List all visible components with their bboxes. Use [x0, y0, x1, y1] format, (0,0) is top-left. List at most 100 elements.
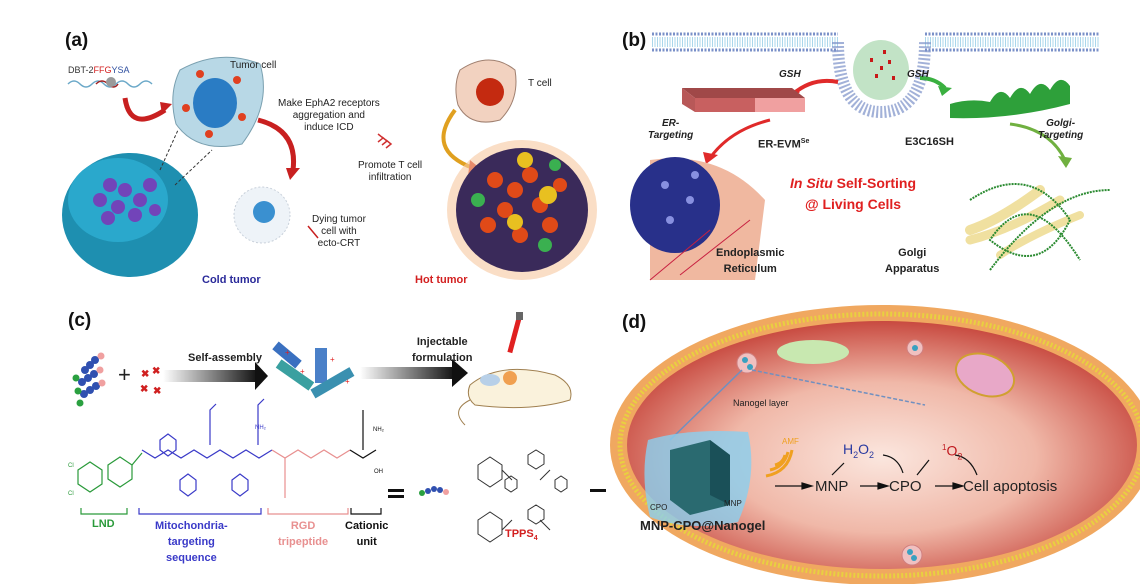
cold-tumor-label: Cold tumor: [202, 274, 261, 286]
self-assembly-label: Self-assembly: [188, 352, 262, 364]
svg-text:✖: ✖: [152, 366, 160, 377]
svg-text:✖: ✖: [153, 386, 161, 397]
svg-text:+: +: [285, 348, 290, 357]
golgi-apparatus-illustration: [965, 183, 1111, 271]
er-evm-block: [682, 88, 805, 112]
svg-text:✖: ✖: [141, 369, 149, 380]
rgd-bracket: [267, 508, 349, 515]
svg-text:+: +: [300, 367, 305, 376]
vesicle-2: [906, 339, 924, 357]
chem-nh2-1: NH₂: [255, 425, 266, 431]
tpps-molecule-icons: ✖✖✖✖: [140, 366, 161, 397]
svg-text:+: +: [330, 355, 335, 364]
arrow-gsh-right: [919, 76, 947, 90]
injectable-arrow: [360, 367, 455, 379]
peptide-name: DBT-2FFGYSA: [68, 65, 130, 75]
self-assembly-arrow: [163, 370, 258, 382]
endoplasmic-reticulum-illustration: [630, 157, 765, 281]
chem-nh2-2: NH₂: [373, 427, 384, 433]
e3c16sh-label: E3C16SH: [905, 136, 954, 148]
plus-sign: +: [118, 362, 131, 387]
panel-b-label: (b): [622, 30, 647, 51]
vesicle-3: [901, 544, 923, 566]
gsh-left-label: GSH: [779, 69, 801, 80]
assembled-nanofibers: + + + +: [272, 341, 355, 399]
e3c16sh-helix: [950, 79, 1070, 119]
chem-oh: OH: [374, 469, 383, 475]
arrow-golgi-targeting: [1009, 122, 1067, 161]
mnp-small-label: MNP: [724, 499, 742, 508]
green-organelle: [777, 340, 849, 364]
svg-text:+: +: [345, 377, 350, 386]
tpps4-structure: [477, 449, 568, 543]
amf-wave-icon: [765, 449, 794, 478]
chem-cl-1: Cl: [68, 463, 74, 469]
dying-cell-illustration: [233, 186, 291, 244]
arrow-t-cell-infiltration: [441, 108, 474, 170]
panel-d: (d) Nanogel layer AMF H2O2 1O2 MNP CPO C…: [570, 290, 1140, 584]
cpo-label: CPO: [889, 478, 922, 495]
er-targeting-label: ER-Targeting: [648, 118, 694, 141]
mito-bracket: [138, 508, 262, 515]
panel-a-label: (a): [65, 30, 89, 51]
h2o2-label: H2O2: [843, 441, 875, 460]
peptide-chain: [67, 80, 153, 88]
mouse-illustration: [458, 312, 572, 426]
cpo-small-label: CPO: [650, 503, 668, 512]
panel-b: (b) GSH GSH ER-Targeting ER-EVMSe E3C16S…: [570, 0, 1140, 290]
cold-tumor-illustration: [62, 153, 198, 277]
panel-c: ✖✖✖✖ ++++: [0, 290, 636, 584]
svg-text:✖: ✖: [140, 384, 148, 395]
self-sorting-title: In Situ Self-Sorting @ Living Cells: [790, 175, 917, 212]
flow-arrows: [775, 454, 978, 490]
er-evm-label: ER-EVMSe: [758, 138, 810, 151]
peptide-bead: [106, 77, 116, 87]
arrow-to-cell: [122, 97, 167, 122]
gsh-right-label: GSH: [907, 69, 929, 80]
mitochondrion: [954, 352, 1016, 398]
panel-d-label: (d): [622, 312, 647, 333]
mnp-label: MNP: [815, 478, 849, 495]
equals-sign-2: [590, 489, 606, 492]
peptide-chemical-structure: [77, 398, 377, 498]
mini-peptide-icon: [419, 486, 449, 496]
panel-c-label: (c): [68, 310, 92, 331]
panel-a-artwork: [62, 56, 597, 280]
lnd-label: LND: [92, 518, 115, 530]
chem-cl-2: Cl: [68, 491, 74, 497]
cationic-bracket: [350, 508, 382, 515]
arrow-to-dying-cell: [257, 117, 297, 171]
nanogel-cube: [644, 431, 752, 526]
singlet-oxygen-label: 1O2: [942, 442, 963, 462]
tpps4-label: TPPS4: [505, 528, 538, 543]
arrow-er-targeting: [708, 118, 771, 159]
cell-apoptosis-label: Cell apoptosis: [963, 478, 1058, 495]
equals-sign-1: [388, 489, 404, 498]
amf-label: AMF: [782, 437, 799, 446]
mnp-cpo-nanogel-label: MNP-CPO@Nanogel: [640, 518, 766, 533]
panel-c-artwork: ✖✖✖✖ ++++: [72, 312, 606, 543]
chevron-arrows: [377, 133, 393, 149]
peptide-chain-icon: [72, 352, 106, 407]
panel-d-artwork: [610, 305, 1140, 584]
hot-tumor-label: Hot tumor: [415, 274, 468, 286]
hot-tumor-illustration: [447, 140, 597, 280]
nanogel-layer-label: Nanogel layer: [733, 398, 789, 408]
tumor-cell-illustration: [172, 56, 264, 147]
lnd-bracket: [80, 508, 128, 515]
t-cell-illustration: [455, 59, 517, 123]
panel-a: (a) DBT-2FFGYSA Tumor cell Make EphA2 re…: [0, 0, 597, 290]
panel-b-artwork: [630, 32, 1111, 281]
t-cell-label: T cell: [528, 78, 552, 89]
tumor-cell-label: Tumor cell: [230, 60, 277, 71]
golgi-targeting-label: Golgi-Targeting: [1038, 118, 1084, 141]
